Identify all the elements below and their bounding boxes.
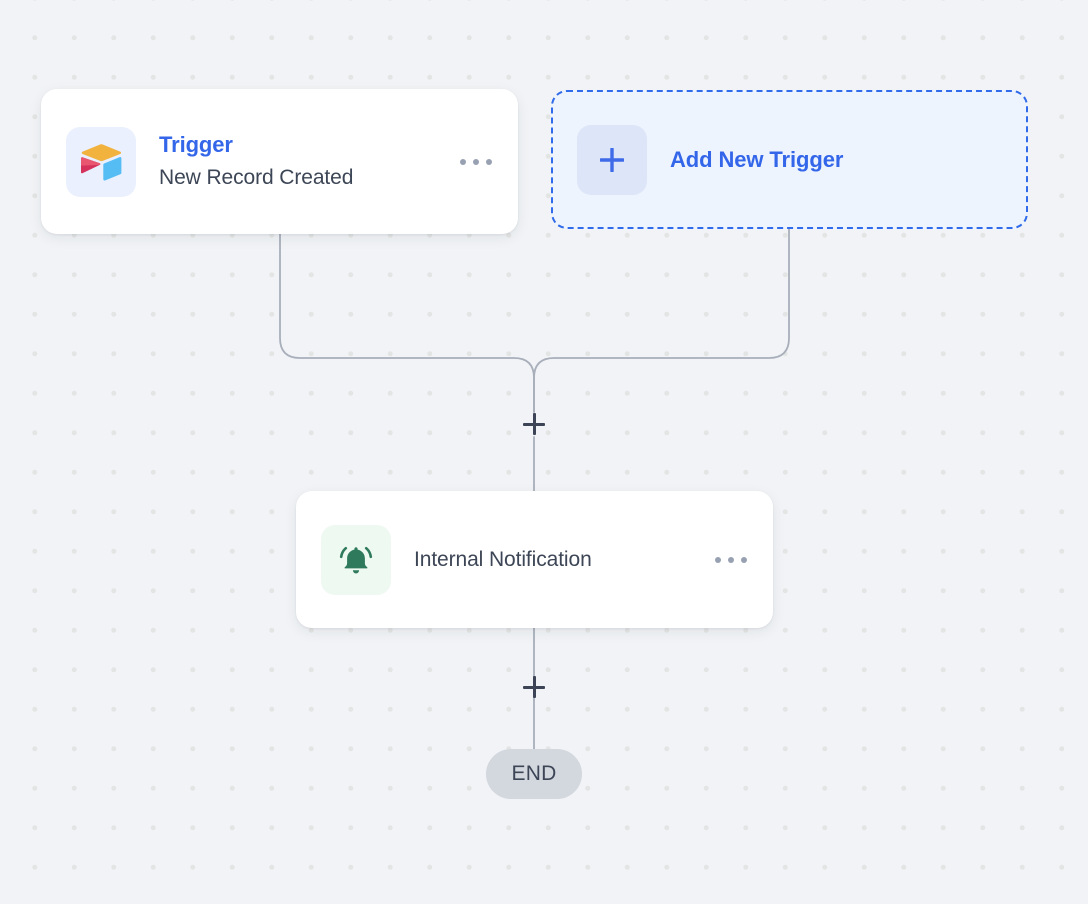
airtable-glyph — [81, 143, 122, 181]
ellipsis-dot — [460, 158, 466, 165]
action-card-internal-notification[interactable]: Internal Notification — [296, 491, 773, 628]
ellipsis-dot — [715, 556, 721, 563]
trigger-card-title: Trigger — [159, 132, 233, 157]
add-step-button-bottom[interactable] — [519, 672, 549, 702]
add-new-trigger-label: Add New Trigger — [670, 146, 844, 172]
action-card-label: Internal Notification — [414, 547, 592, 571]
ellipsis-dot — [486, 158, 492, 165]
end-node: END — [486, 749, 582, 799]
ellipsis-dot — [473, 158, 479, 165]
ellipsis-dot — [741, 556, 747, 563]
trigger-card[interactable]: Trigger New Record Created — [41, 89, 518, 234]
plus-glyph — [600, 147, 624, 172]
bell-glyph — [339, 546, 373, 573]
action-card-ellipsis-icon[interactable] — [713, 549, 749, 571]
airtable-icon — [66, 126, 136, 197]
end-node-label: END — [511, 762, 557, 785]
bell-icon — [321, 524, 391, 595]
trigger-card-subtitle: New Record Created — [159, 166, 354, 189]
add-new-trigger-card[interactable]: Add New Trigger — [551, 90, 1028, 229]
action-card-text: Internal Notification — [414, 545, 713, 575]
trigger-card-ellipsis-icon[interactable] — [458, 151, 494, 173]
ellipsis-dot — [728, 556, 734, 563]
trigger-card-text: Trigger New Record Created — [159, 130, 458, 193]
add-step-button-top[interactable] — [519, 409, 549, 439]
plus-icon — [577, 124, 647, 195]
